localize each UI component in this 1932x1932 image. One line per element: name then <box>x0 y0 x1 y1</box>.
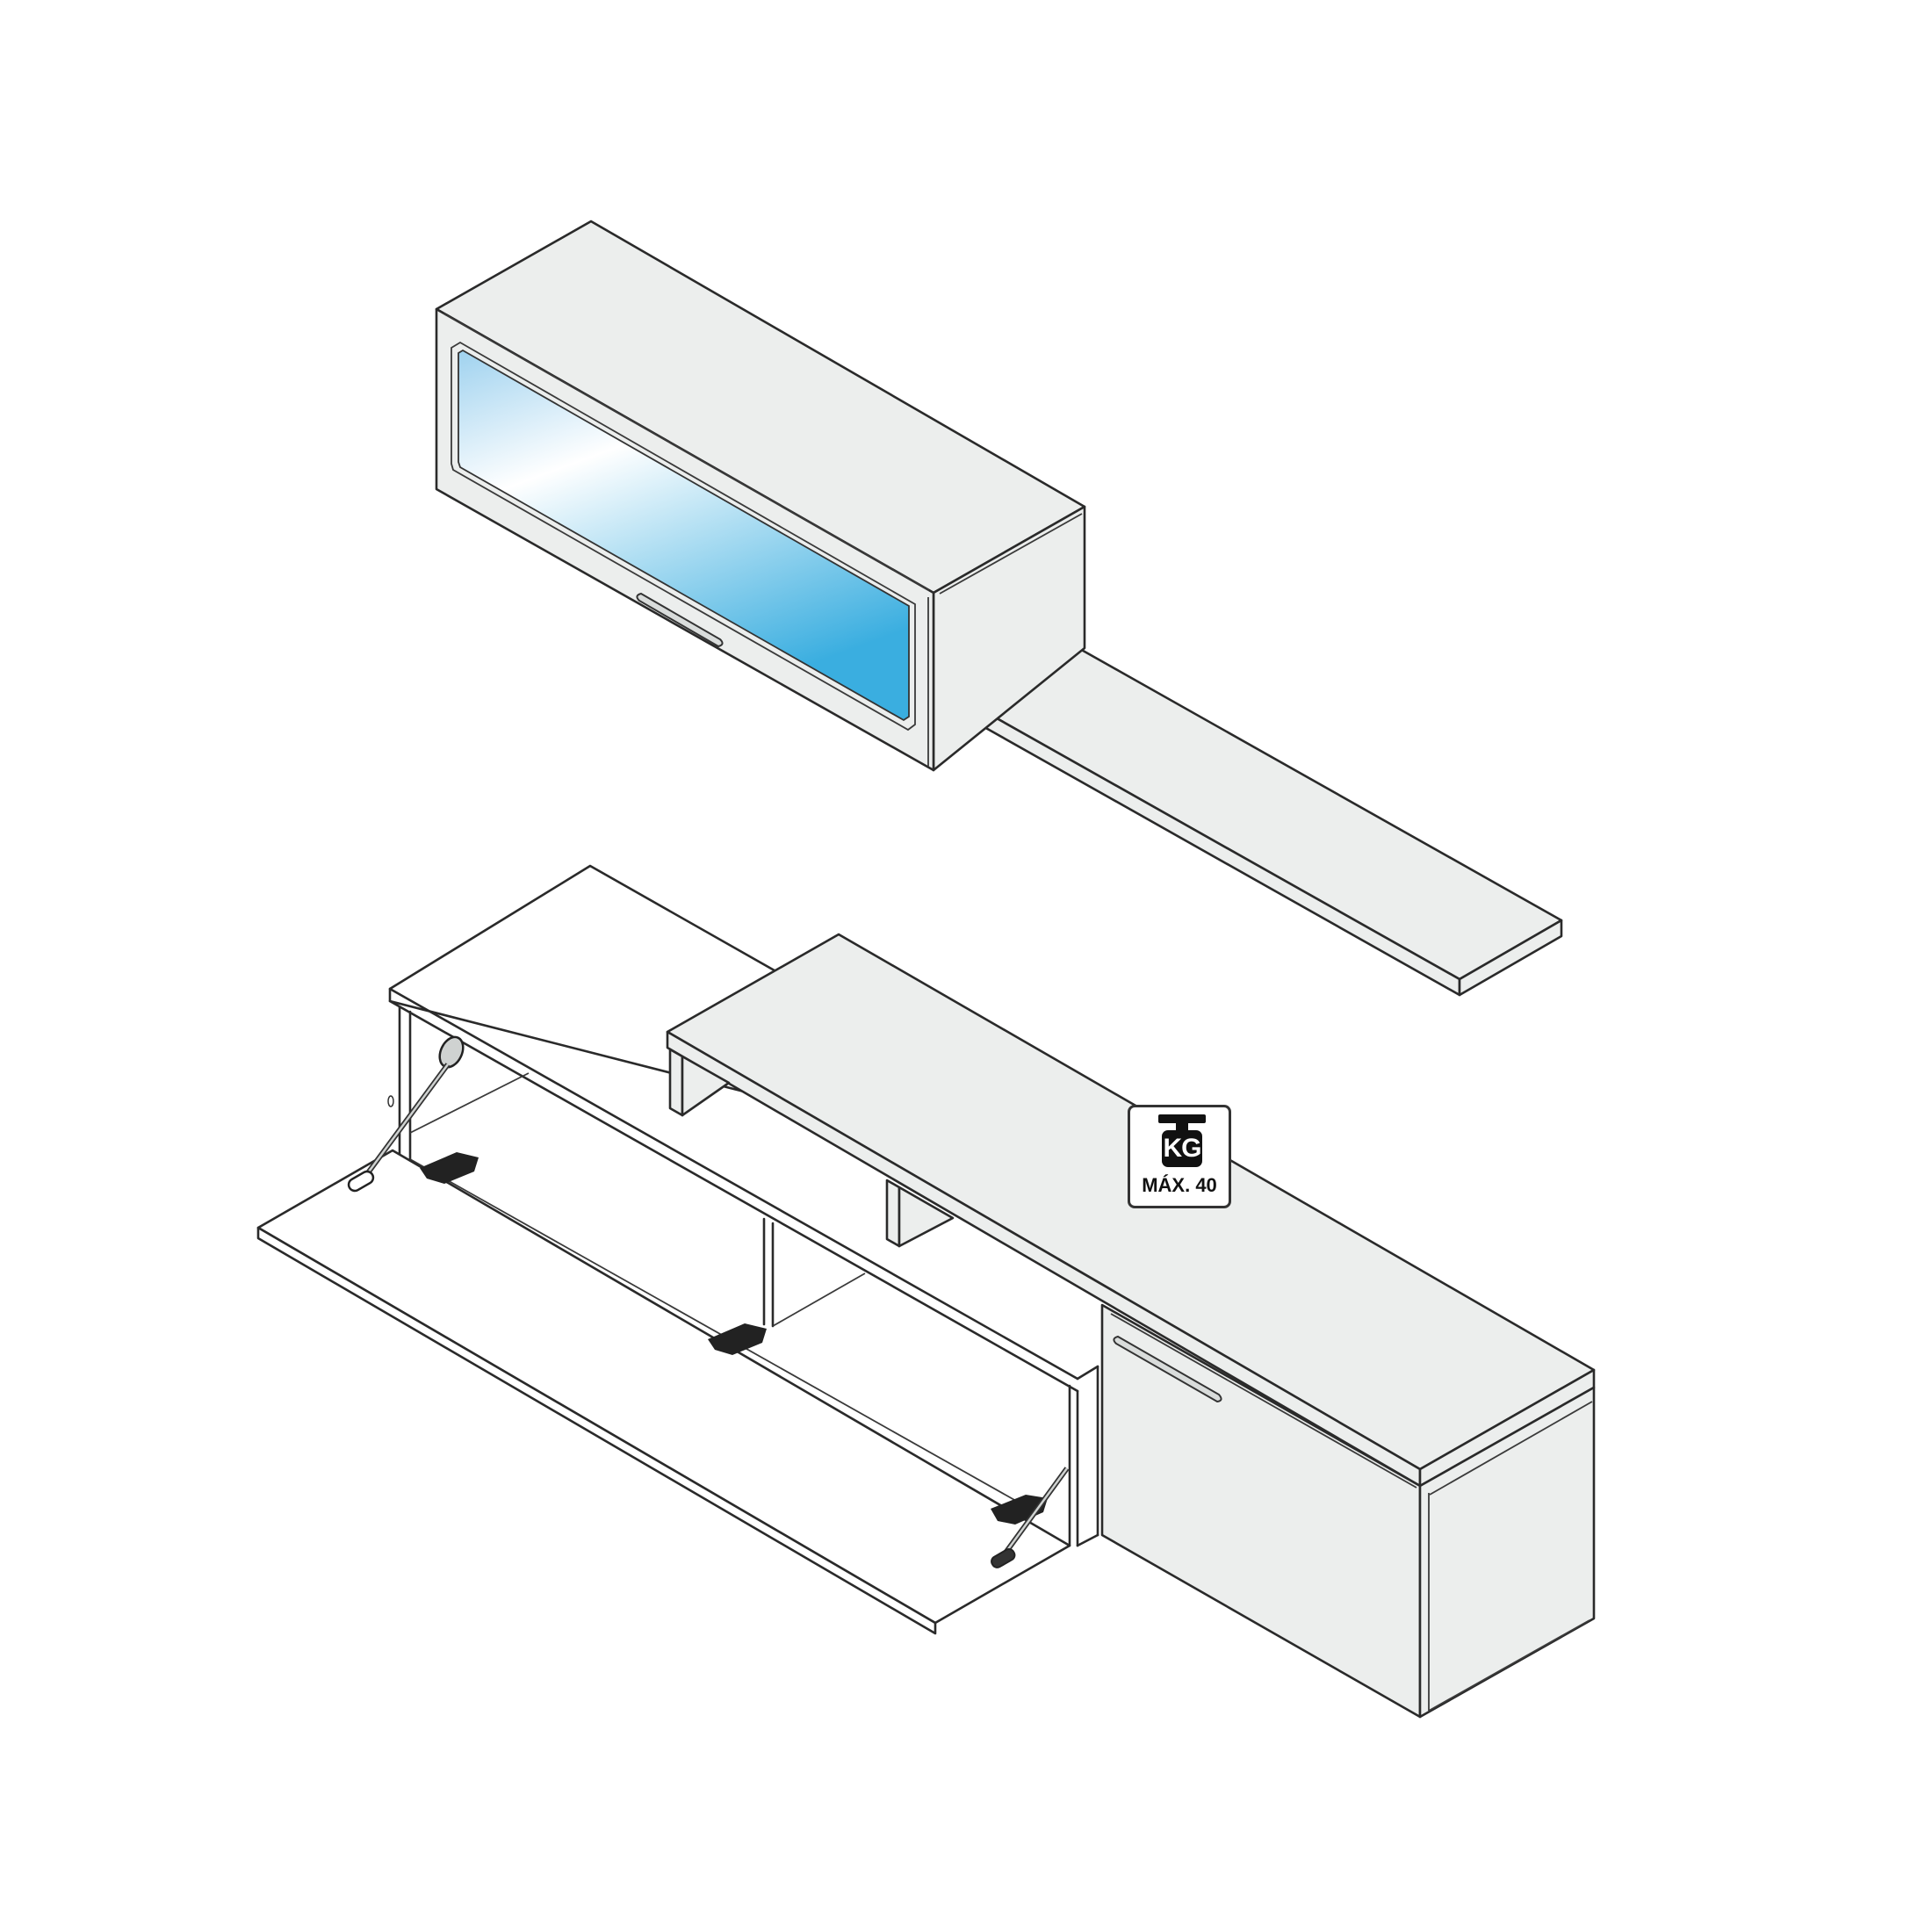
hinge-left <box>420 1152 479 1184</box>
wall-shelf <box>975 646 1563 997</box>
wall-cabinet <box>435 220 1086 772</box>
lift-stay-right <box>991 1467 1070 1568</box>
weight-icon: KG <box>1158 1114 1206 1171</box>
hinge-middle <box>708 1323 767 1355</box>
glass-panel <box>458 349 910 722</box>
weight-unit-label: KG <box>1162 1130 1202 1167</box>
lift-stay-left <box>347 1035 465 1193</box>
door-handle <box>636 592 724 648</box>
side-cabinet <box>1100 1303 1596 1719</box>
low-cabinet <box>256 864 1099 1635</box>
max-load-caption: MÁX. 40 <box>1142 1174 1217 1196</box>
max-load-badge: KG MÁX. 40 <box>1128 1105 1231 1208</box>
side-door-handle <box>1113 1335 1222 1403</box>
